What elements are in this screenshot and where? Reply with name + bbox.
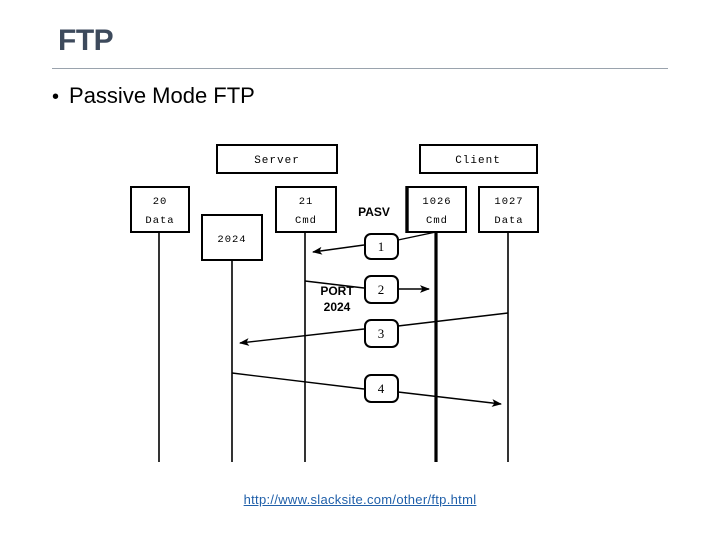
step-1-label: 1 [378, 239, 385, 254]
bullet-marker-icon: • [52, 86, 60, 108]
source-link[interactable]: http://www.slacksite.com/other/ftp.html [243, 492, 477, 507]
step-3-bubble: 3 [364, 319, 399, 348]
port-1026-kind: Cmd [426, 215, 448, 227]
port-21-kind: Cmd [295, 215, 317, 227]
bullet-list: • Passive Mode FTP [52, 82, 672, 110]
port-1027-kind: Data [494, 215, 523, 227]
step-4-segment-left [231, 372, 365, 390]
server-header-box: Server [216, 144, 338, 174]
port-box-20-data: 20 Data [130, 186, 190, 233]
port-20-kind: Data [145, 215, 174, 227]
step-4-label: 4 [378, 381, 385, 396]
step-4-bubble: 4 [364, 374, 399, 403]
step-3-segment-left [239, 328, 365, 346]
bullet-item-label: Passive Mode FTP [69, 83, 255, 108]
step-2-segment-left [304, 280, 365, 289]
port-cmd-label-line2: 2024 [324, 300, 351, 314]
pasv-label: PASV [358, 205, 390, 219]
step-1-segment-right [397, 231, 437, 241]
server-header-label: Server [254, 155, 300, 167]
port-21-number: 21 [299, 196, 314, 208]
client-header-label: Client [455, 155, 501, 167]
port-20-number: 20 [153, 196, 168, 208]
port-cmd-label-line1: PORT [320, 284, 354, 298]
port-box-1026-cmd: 1026 Cmd [405, 186, 467, 233]
port-box-1027-data: 1027 Data [478, 186, 539, 233]
step-3-segment-right [397, 312, 509, 327]
port-box-21-cmd: 21 Cmd [275, 186, 337, 233]
port-2024-number: 2024 [217, 234, 246, 246]
title-divider [52, 68, 668, 69]
client-header-box: Client [419, 144, 538, 174]
step-2-label: 2 [378, 282, 385, 297]
port-1026-number: 1026 [422, 196, 451, 208]
step-3-label: 3 [378, 326, 385, 341]
step-1-bubble: 1 [364, 233, 399, 260]
port-box-2024: 2024 [201, 214, 263, 261]
port-1027-number: 1027 [494, 196, 523, 208]
passive-mode-ftp-diagram: Server Client 20 Data 2024 21 Cmd [0, 130, 720, 480]
step-2-bubble: 2 [364, 275, 399, 304]
step-1-segment-left [312, 244, 365, 255]
step-4-segment-right [397, 391, 502, 407]
page-title: FTP [58, 24, 114, 57]
